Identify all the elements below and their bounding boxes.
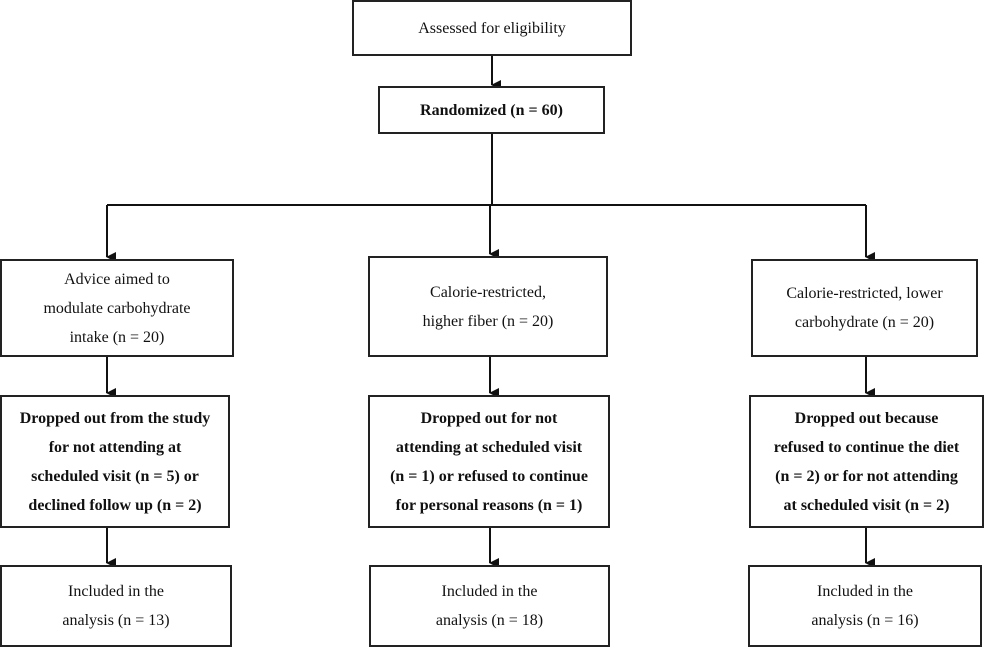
randomized-box: Randomized (n = 60) [378, 86, 605, 134]
arm-3-included-box: Included in the analysis (n = 16) [748, 565, 982, 647]
arm-3-dropout-text: Dropped out because refused to continue … [773, 409, 960, 514]
arm-2-included-box: Included in the analysis (n = 18) [369, 565, 610, 647]
arm-3-included-text: Included in the analysis (n = 16) [811, 583, 919, 629]
arm-3-allocation-text: Calorie-restricted, lower carbohydrate (… [786, 285, 943, 331]
arm-2-dropout-box: Dropped out for not attending at schedul… [368, 395, 610, 528]
arm-1-dropout-box: Dropped out from the study for not atten… [0, 395, 230, 528]
arm-1-dropout-text: Dropped out from the study for not atten… [19, 409, 211, 514]
arm-1-allocation-box: Advice aimed to modulate carbohydrate in… [0, 259, 234, 357]
arm-3-allocation-box: Calorie-restricted, lower carbohydrate (… [751, 259, 978, 357]
arm-2-allocation-box: Calorie-restricted, higher fiber (n = 20… [368, 256, 608, 357]
arm-2-dropout-text: Dropped out for not attending at schedul… [390, 409, 588, 514]
assessed-box: Assessed for eligibility [352, 0, 632, 56]
arm-1-included-box: Included in the analysis (n = 13) [0, 565, 232, 647]
arm-1-included-text: Included in the analysis (n = 13) [62, 583, 170, 629]
arm-1-allocation-text: Advice aimed to modulate carbohydrate in… [43, 270, 191, 346]
arm-3-dropout-box: Dropped out because refused to continue … [749, 395, 984, 528]
assessed-text: Assessed for eligibility [418, 19, 566, 37]
arm-2-allocation-text: Calorie-restricted, higher fiber (n = 20… [422, 283, 554, 330]
randomized-text: Randomized (n = 60) [420, 101, 563, 119]
arm-2-included-text: Included in the analysis (n = 18) [435, 583, 544, 629]
